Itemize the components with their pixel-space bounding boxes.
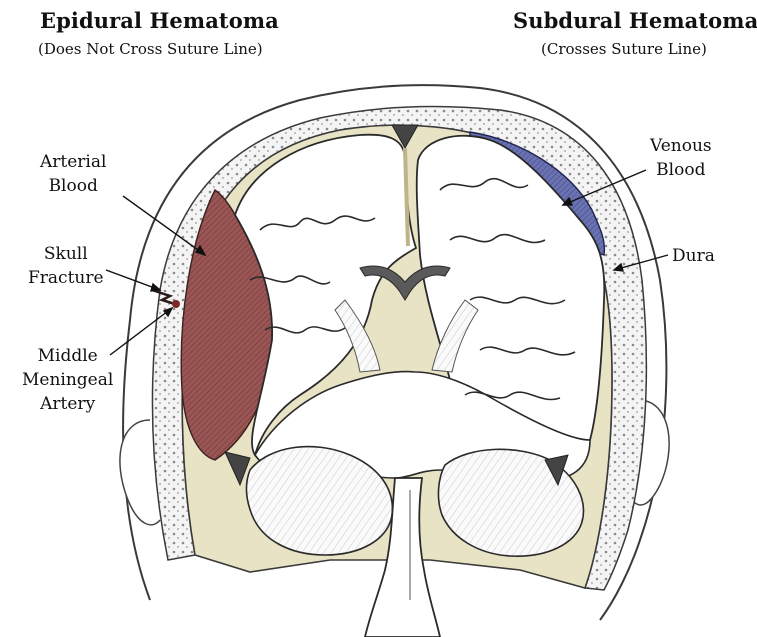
label-venous-blood-line2: Blood [650, 158, 712, 182]
label-skull-fracture-line1: Skull [28, 242, 104, 266]
label-arterial-blood: Arterial Blood [40, 150, 106, 198]
label-dura-line1: Dura [672, 244, 715, 268]
label-arterial-blood-line1: Arterial [40, 150, 106, 174]
middle-meningeal-artery-mark [172, 300, 180, 308]
label-skull-fracture-line2: Fracture [28, 266, 104, 290]
label-skull-fracture: Skull Fracture [28, 242, 104, 290]
label-venous-blood: Venous Blood [650, 134, 712, 182]
label-mma-line1: Middle [22, 344, 113, 368]
label-arterial-blood-line2: Blood [40, 174, 106, 198]
label-dura: Dura [672, 244, 715, 268]
label-middle-meningeal-artery: Middle Meningeal Artery [22, 344, 113, 416]
label-mma-line3: Artery [22, 392, 113, 416]
label-mma-line2: Meningeal [22, 368, 113, 392]
label-venous-blood-line1: Venous [650, 134, 712, 158]
